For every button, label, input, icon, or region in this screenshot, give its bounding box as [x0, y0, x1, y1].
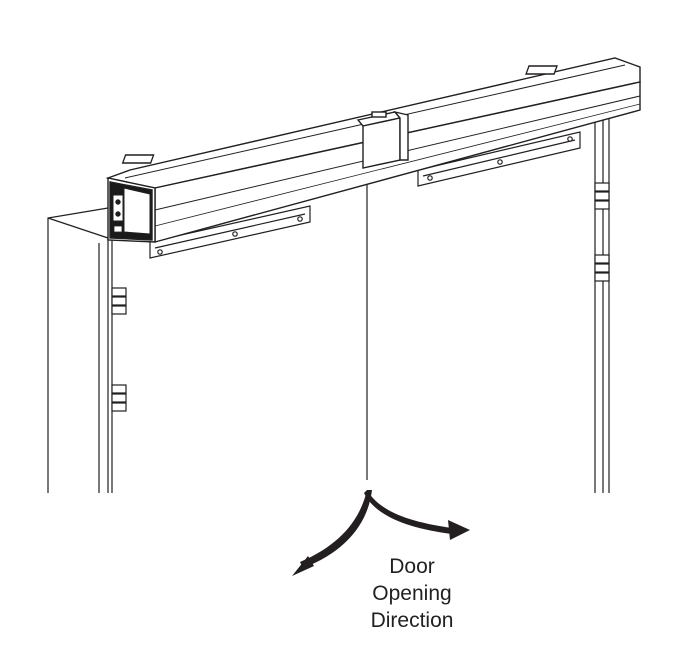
right-door-hinges: [594, 182, 610, 282]
left-door-hinges: [111, 287, 127, 412]
arrow-curve-right: [364, 490, 452, 534]
housing-center-coupler: [356, 110, 409, 169]
housing-left-top-port: [121, 154, 155, 164]
housing-right-top-port: [525, 65, 558, 75]
label-line-opening: Opening: [372, 582, 451, 605]
left-door-jamb: [47, 207, 113, 493]
arrow-head-left: [292, 556, 314, 576]
mounting-brackets: [149, 131, 581, 259]
label-line-door: Door: [389, 555, 435, 578]
housing-end-cap: [107, 177, 156, 243]
end-cap-terminal: [112, 194, 124, 222]
operator-housing: [105, 57, 641, 243]
door-opening-direction-label: Door Opening Direction: [371, 555, 454, 632]
right-mounting-bracket: [417, 131, 581, 187]
arrow-curve-left: [300, 490, 372, 568]
double-door-frame: [47, 112, 610, 493]
door-opening-arrow: [292, 490, 470, 576]
arrow-head-right: [448, 520, 470, 540]
left-mounting-bracket: [149, 205, 311, 259]
label-line-direction: Direction: [371, 609, 454, 632]
right-door-jamb: [594, 112, 610, 493]
